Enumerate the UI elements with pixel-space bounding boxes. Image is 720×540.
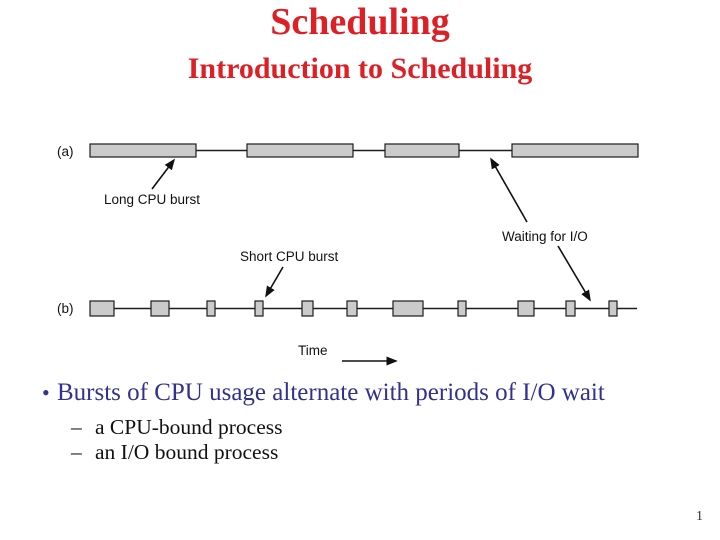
slide-subtitle: Introduction to Scheduling xyxy=(187,52,533,85)
cpu-burst-segment xyxy=(150,300,170,317)
cpu-burst-segment xyxy=(517,300,535,317)
sub-bullet-marker: – xyxy=(71,415,82,439)
bullet-item-main: • Bursts of CPU usage alternate with per… xyxy=(42,379,605,407)
row-a-label: (a) xyxy=(57,144,74,159)
cpu-burst-segment xyxy=(346,300,358,317)
sub-bullet-text: an I/O bound process xyxy=(95,440,279,464)
sub-bullet-item-cpu-bound: – a CPU-bound process xyxy=(71,415,283,440)
row-b-label: (b) xyxy=(57,301,74,316)
cpu-burst-segment xyxy=(511,143,639,158)
cpu-burst-segment xyxy=(206,300,216,317)
long-cpu-burst-label: Long CPU burst xyxy=(104,192,200,207)
sub-bullet-item-io-bound: – an I/O bound process xyxy=(71,440,278,465)
time-axis-label: Time xyxy=(298,343,328,358)
waiting-io-arrow-up-icon xyxy=(490,157,528,223)
bullet-marker: • xyxy=(42,380,50,405)
cpu-burst-diagram: (a) (b) Long CPU burst Short CPU burst W… xyxy=(57,143,639,366)
slide-title: Scheduling xyxy=(270,1,450,43)
page-number: 1 xyxy=(696,509,703,524)
bullet-text: Bursts of CPU usage alternate with perio… xyxy=(57,379,605,406)
cpu-burst-segment xyxy=(608,300,618,317)
short-cpu-burst-label: Short CPU burst xyxy=(240,249,339,264)
waiting-io-arrow-down-icon xyxy=(557,245,591,302)
cpu-burst-segment xyxy=(457,300,467,317)
cpu-burst-segment xyxy=(392,300,424,317)
cpu-burst-segment xyxy=(89,300,115,317)
waiting-for-io-label: Waiting for I/O xyxy=(502,229,588,244)
long-burst-arrow-icon xyxy=(151,158,176,190)
cpu-burst-segment xyxy=(301,300,314,317)
sub-bullet-text: a CPU-bound process xyxy=(95,415,283,439)
cpu-burst-segment xyxy=(565,300,576,317)
cpu-burst-segment xyxy=(384,143,460,158)
cpu-burst-segment xyxy=(89,143,197,158)
short-burst-arrow-icon xyxy=(265,266,284,298)
sub-bullet-marker: – xyxy=(71,440,82,464)
cpu-burst-segment xyxy=(246,143,354,158)
burst-timelines xyxy=(89,143,639,317)
cpu-burst-segment xyxy=(254,300,264,317)
